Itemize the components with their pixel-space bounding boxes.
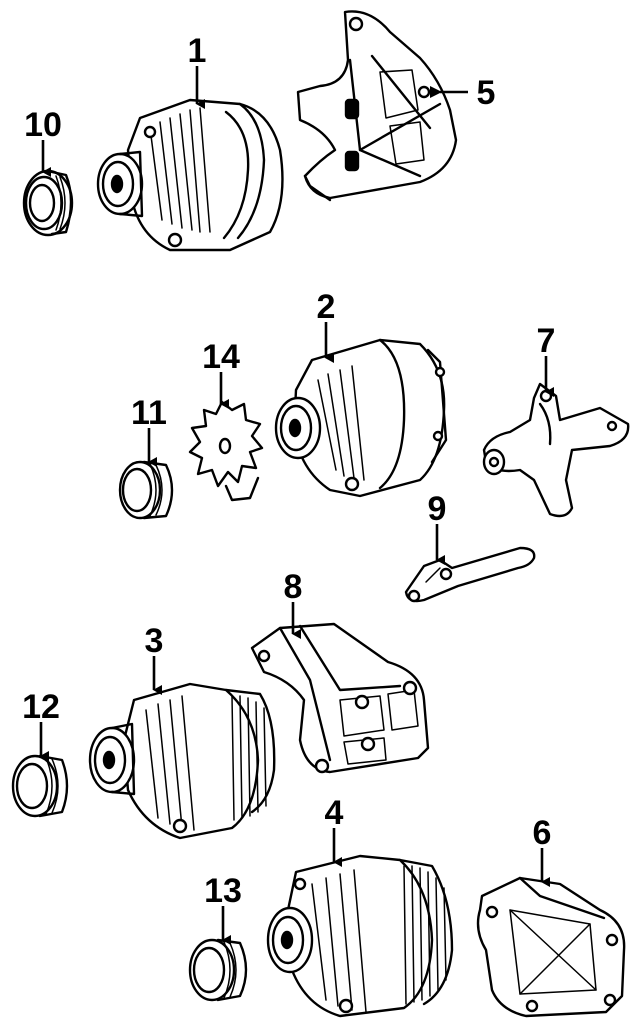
alternator-part-4: [266, 854, 454, 1018]
callout-4: 4: [325, 794, 344, 832]
callout-arrows: [39, 66, 554, 945]
callout-10: 10: [24, 106, 62, 144]
pulley-part-10: [22, 169, 74, 237]
callout-5: 5: [477, 74, 496, 112]
tensioner-arm-part-9: [404, 546, 536, 603]
fan-part-14: [188, 400, 264, 502]
callout-2: 2: [317, 288, 336, 326]
bracket-part-8: [250, 622, 430, 774]
pulley-part-12: [11, 754, 69, 818]
callout-8: 8: [284, 568, 303, 606]
callout-1: 1: [188, 32, 207, 70]
callout-9: 9: [428, 490, 447, 528]
alternator-part-1: [96, 98, 284, 252]
callout-12: 12: [22, 688, 60, 726]
bracket-part-6: [476, 876, 626, 1018]
pulley-part-13: [188, 938, 248, 1002]
bracket-part-7: [482, 382, 630, 518]
callout-11: 11: [131, 394, 167, 432]
callout-3: 3: [145, 622, 164, 660]
callout-14: 14: [202, 338, 240, 376]
alternator-part-3: [88, 682, 276, 840]
pulley-part-11: [118, 460, 174, 520]
callout-labels: 1 2 3 4 5 6 7 8 9 10 11 12 13 14: [22, 32, 555, 910]
callout-6: 6: [533, 814, 552, 852]
bracket-part-5: [296, 10, 458, 202]
callout-13: 13: [204, 872, 242, 910]
callout-7: 7: [537, 322, 556, 360]
alternator-part-2: [274, 338, 448, 498]
